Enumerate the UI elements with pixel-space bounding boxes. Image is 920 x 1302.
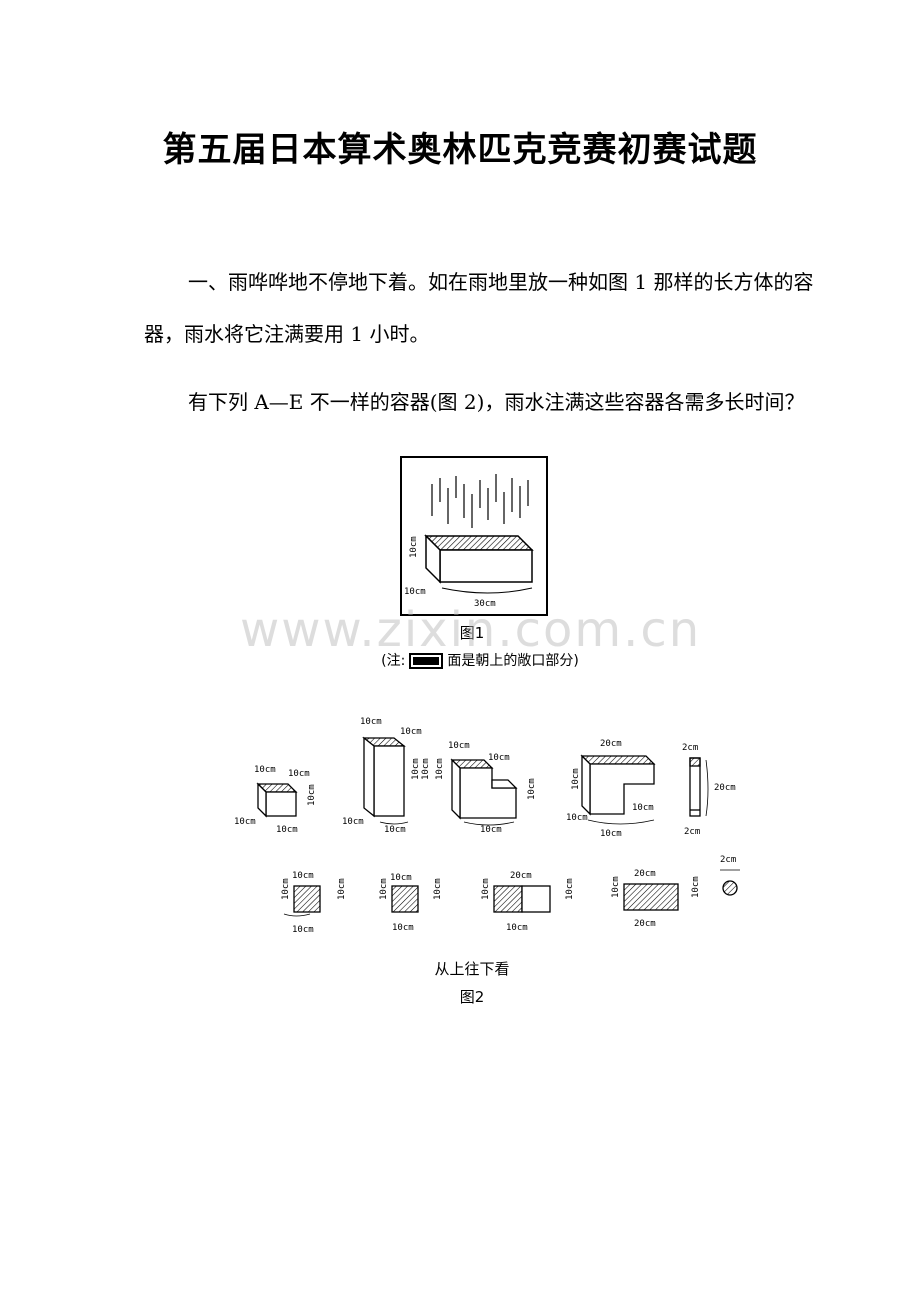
- figure-2-caption: 图2: [459, 988, 485, 1006]
- page-title: 第五届日本算术奥林匹克竞赛初赛试题: [162, 130, 758, 170]
- fig1-height-label: 10cm: [409, 536, 419, 558]
- a-d-label: 10cm: [234, 817, 256, 827]
- dimension-brackets: [283, 759, 740, 917]
- figure-1: 10cm 10cm 30cm: [400, 456, 548, 616]
- top-view-d: [623, 883, 679, 911]
- vb-l-label: 10cm: [379, 878, 389, 900]
- vc-top-label: 20cm: [510, 871, 532, 881]
- vd-l-label: 10cm: [611, 876, 621, 898]
- a-h-label: 10cm: [307, 784, 317, 806]
- b-w-label: 10cm: [384, 825, 406, 835]
- open-top-face: [424, 535, 534, 551]
- figure-2-drawing: 10cm 10cm 10cm 10cm 10cm 10cm 10cm 10cm …: [234, 717, 740, 935]
- open-face-legend-swatch: [409, 653, 444, 669]
- va-r-label: 10cm: [337, 878, 347, 900]
- note-suffix: 面是朝上的敞口部分): [447, 653, 579, 669]
- vc-l-label: 10cm: [481, 878, 491, 900]
- d-step-label: 10cm: [632, 803, 654, 813]
- c-w-label: 10cm: [480, 825, 502, 835]
- top-view-a: [293, 885, 321, 913]
- figure-2-view-caption: 从上往下看: [434, 960, 510, 978]
- top-view-c: [493, 885, 551, 913]
- e-h-label: 20cm: [714, 783, 736, 793]
- b-top2-label: 10cm: [400, 727, 422, 737]
- b-h-label: 10cm: [411, 758, 421, 780]
- ve-top-label: 2cm: [720, 855, 736, 865]
- front-face: [439, 549, 533, 583]
- fig1-length-label: 30cm: [474, 599, 496, 609]
- e-bot-label: 2cm: [684, 827, 700, 837]
- figure-1-drawing: 10cm 10cm 30cm: [404, 474, 534, 609]
- vd-r-label: 10cm: [691, 876, 701, 898]
- vb-r-label: 10cm: [433, 878, 443, 900]
- figure-note: (注: 面是朝上的敞口部分): [300, 650, 660, 670]
- c-top-label: 10cm: [448, 741, 470, 751]
- top-view-e: [722, 880, 738, 896]
- c-top2-label: 10cm: [488, 753, 510, 763]
- b-top-label: 10cm: [360, 717, 382, 727]
- problem-paragraph-2: 有下列 A—E 不一样的容器(图 2)，雨水注满这些容器各需多长时间？: [188, 390, 805, 414]
- figure-2: 10cm 10cm 10cm 10cm 10cm 10cm 10cm 10cm …: [220, 700, 760, 950]
- vd-b-label: 20cm: [634, 919, 656, 929]
- top-view-b: [391, 885, 419, 913]
- d-w-label: 10cm: [600, 829, 622, 839]
- note-prefix: (注:: [381, 653, 406, 669]
- fig1-depth-label: 10cm: [404, 587, 426, 597]
- rain-lines: [431, 474, 529, 528]
- vc-r-label: 10cm: [565, 878, 575, 900]
- container-c: [450, 758, 518, 820]
- c-d-label: 10cm: [527, 778, 537, 800]
- container-d: [580, 754, 656, 816]
- va-top-label: 10cm: [292, 871, 314, 881]
- va-b-label: 10cm: [292, 925, 314, 935]
- side-face: [425, 534, 441, 584]
- vd-top-label: 20cm: [634, 869, 656, 879]
- c-h2-label: 10cm: [435, 758, 445, 780]
- a-side-label: 10cm: [288, 769, 310, 779]
- d-d-label: 10cm: [566, 813, 588, 823]
- a-w-label: 10cm: [276, 825, 298, 835]
- vb-top-label: 10cm: [390, 873, 412, 883]
- a-top-label: 10cm: [254, 765, 276, 775]
- d-top-label: 20cm: [600, 739, 622, 749]
- vc-b-label: 10cm: [506, 923, 528, 933]
- container-a: [256, 782, 298, 818]
- va-l-label: 10cm: [281, 878, 291, 900]
- b-d-label: 10cm: [342, 817, 364, 827]
- container-b: [362, 736, 406, 818]
- figure-1-caption: 图1: [459, 624, 485, 642]
- d-h-label: 10cm: [571, 768, 581, 790]
- c-h-label: 10cm: [421, 758, 431, 780]
- e-top-label: 2cm: [682, 743, 698, 753]
- problem-paragraph-1: 一、雨哗哗地不停地下着。如在雨地里放一种如图 1 那样的长方体的容器，雨水将它注…: [144, 270, 814, 346]
- vb-b-label: 10cm: [392, 923, 414, 933]
- container-e: [689, 757, 701, 817]
